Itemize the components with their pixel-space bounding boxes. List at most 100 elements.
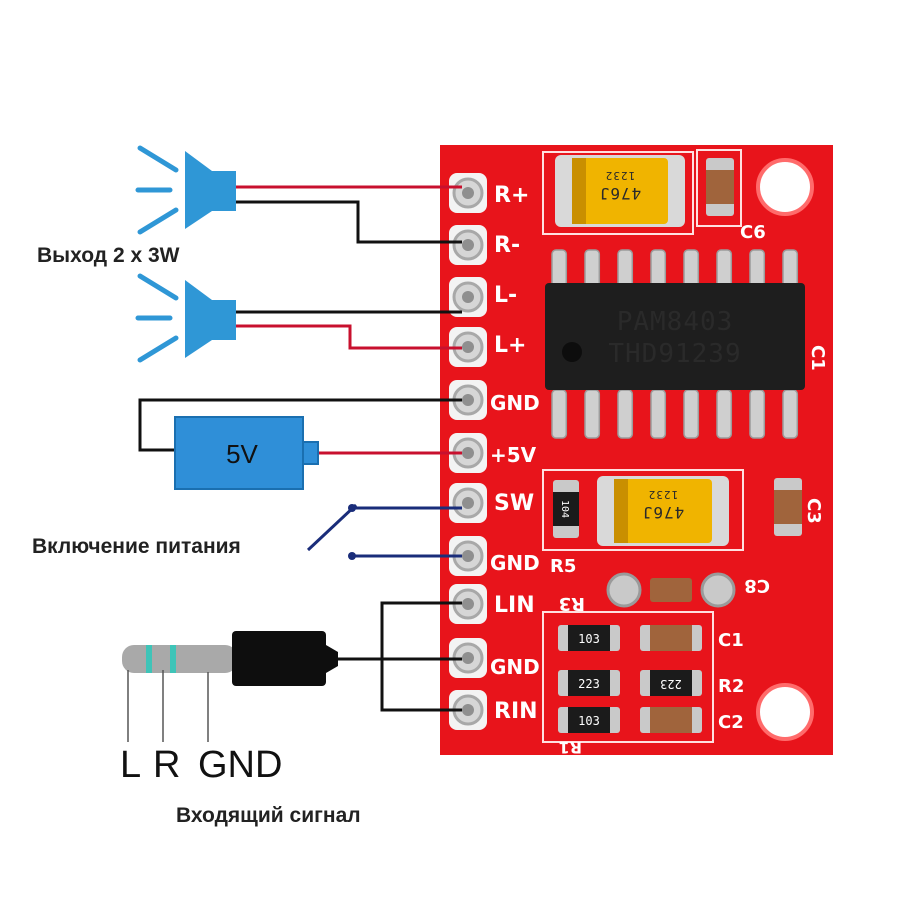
cap-polarity-band	[572, 158, 586, 224]
mount-hole-bottom	[756, 683, 814, 741]
chip-marking-line2: THD91239	[608, 339, 741, 369]
switch-contact-top	[348, 504, 356, 512]
res-body	[650, 670, 692, 696]
cap-marking-small: 1232	[648, 488, 679, 501]
designator-c1-side: C1	[807, 345, 828, 371]
designator-r3: R3	[559, 593, 585, 614]
sound-waves-icon	[135, 145, 179, 235]
pcb-board	[440, 145, 833, 755]
smd-capacitor-c6	[706, 158, 734, 216]
pin-label: R-	[494, 233, 520, 258]
cap-body	[650, 625, 692, 651]
designator-c8: C8	[744, 575, 770, 596]
jack-ring-2	[170, 645, 176, 673]
pin-label: SW	[494, 491, 534, 516]
pin-hole	[462, 341, 474, 353]
smd-resistor-r5: 104	[553, 480, 579, 538]
chip-body	[545, 283, 805, 390]
cap-marking-small: 1232	[605, 169, 636, 182]
chip-leg	[782, 389, 799, 439]
cap-body	[572, 158, 668, 224]
wire-gnd-battery	[138, 398, 462, 452]
speaker-magnet	[212, 171, 236, 211]
output-label: Выход 2 x 3W	[37, 244, 180, 267]
chip-leg	[749, 249, 766, 289]
pin-hole	[462, 291, 474, 303]
battery-body	[174, 416, 304, 490]
pin-hole	[462, 550, 474, 562]
silk-outline-c6	[696, 149, 742, 227]
c8-pad-left	[606, 572, 642, 608]
chip-leg	[782, 249, 799, 289]
designator-c3: C3	[803, 498, 824, 524]
designator-r1: R1	[559, 738, 582, 757]
c8-pad-right	[700, 572, 736, 608]
chip-leg	[683, 389, 700, 439]
tantalum-capacitor-top: 476J 1232	[555, 155, 685, 227]
pin-hole	[462, 497, 474, 509]
res-body	[568, 707, 610, 733]
sound-waves-icon	[135, 273, 179, 363]
chip-pin1-mark	[562, 342, 582, 362]
pin-label: LIN	[494, 593, 535, 618]
resistor-row-2: 223 223	[558, 670, 702, 696]
resistor-row-1: 103	[558, 625, 702, 651]
pin-label: +5V	[490, 443, 537, 467]
pin-label: GND	[490, 655, 540, 679]
smd-cap-body	[774, 490, 802, 524]
pin-hole	[462, 447, 474, 459]
pin-label: L+	[494, 333, 526, 358]
pin-hole	[462, 394, 474, 406]
smd-capacitor-c8	[606, 572, 736, 608]
chip-leg	[617, 389, 634, 439]
res-code: 223	[660, 677, 682, 691]
switch-contact-bottom	[348, 552, 356, 560]
res-code: 103	[578, 632, 600, 646]
pin-label: R+	[494, 183, 529, 208]
jack-housing-tail	[326, 645, 338, 673]
speaker-cone	[185, 280, 212, 358]
silk-outline-c-top	[542, 151, 694, 235]
res-body	[568, 625, 610, 651]
res-body	[568, 670, 610, 696]
audio-jack: L R GND	[120, 631, 338, 786]
smd-cap-body	[706, 170, 734, 204]
chip-leg	[584, 389, 601, 439]
res-code: 103	[578, 714, 600, 728]
pcb-body	[440, 145, 833, 755]
designator-c6: C6	[740, 222, 766, 243]
resistor-row-3: 103	[558, 707, 702, 733]
speaker-left	[135, 273, 236, 363]
pin-hole	[462, 187, 474, 199]
pin-hole	[462, 598, 474, 610]
pin-label: RIN	[494, 699, 538, 724]
chip-leg	[551, 389, 568, 439]
designator-c1: C1	[718, 630, 744, 651]
cap-polarity-band	[614, 479, 628, 543]
jack-ring-1	[146, 645, 152, 673]
speaker-cone	[185, 151, 212, 229]
chip-leg	[683, 249, 700, 289]
pin-header	[449, 173, 487, 730]
switch-lever	[306, 503, 358, 552]
jack-pin-l: L	[120, 744, 141, 786]
battery: 5V	[174, 416, 319, 490]
wire-l-plus	[235, 324, 462, 350]
cap-marking: 476J	[642, 503, 685, 522]
pin-label: GND	[490, 391, 540, 415]
res-code: 223	[578, 677, 600, 691]
jack-plug-shaft	[122, 645, 237, 673]
silk-outline-rc-bank	[542, 611, 714, 743]
component-designators: C6 C1 C3 R5 C8 R3 C1 R2 C2 R1	[550, 222, 828, 757]
pin-hole	[462, 652, 474, 664]
chip-leg	[617, 249, 634, 289]
designator-r2: R2	[718, 676, 744, 697]
chip-leg	[749, 389, 766, 439]
c8-body	[650, 578, 692, 602]
jack-housing	[232, 631, 326, 686]
cap-body	[614, 479, 712, 543]
power-switch-label: Включение питания	[32, 535, 241, 558]
amplifier-chip: PAM8403 THD91239	[545, 249, 805, 439]
